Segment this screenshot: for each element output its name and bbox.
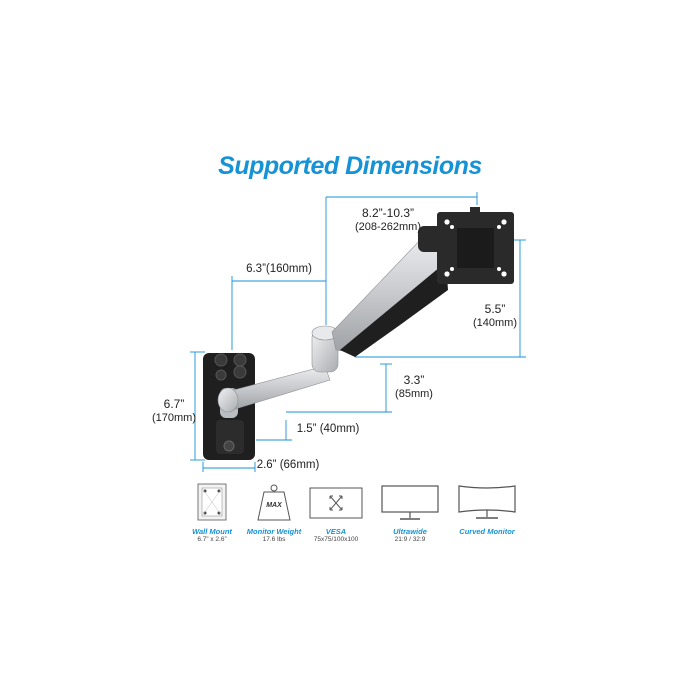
dim-plate-width: 2.6” (66mm) [256, 459, 320, 471]
vesa-plate [437, 207, 514, 284]
dim-top-width-in: 8.2”-10.3” [361, 206, 415, 220]
wall-plate-icon [184, 482, 240, 522]
feature-sub-ultrawide: 21:9 / 32:9 [394, 536, 426, 543]
dim-vesa-height-in: 5.5” [484, 302, 506, 316]
dim-arm-drop-in: 3.3” [403, 373, 425, 387]
weight-max-text: MAX [266, 502, 282, 509]
feature-label-curved-monitor: Curved Monitor [459, 527, 515, 536]
dim-lower-offset: 1.5” (40mm) [296, 423, 360, 435]
lower-arm [217, 325, 339, 413]
dim-plate-height-mm: (170mm) [152, 412, 197, 424]
dim-top-width: 8.2”-10.3” (208-262mm) [348, 206, 428, 234]
feature-label-monitor-weight: Monitor Weight [246, 527, 302, 536]
feature-label-ultrawide: Ultrawide [393, 527, 427, 536]
page-title: Supported Dimensions [218, 152, 482, 180]
dim-vesa-height-mm: (140mm) [472, 317, 517, 329]
feature-sub-monitor-weight: 17.6 lbs [262, 536, 286, 543]
ultrawide-monitor-icon [380, 482, 440, 522]
feature-sub-wall-mount: 6.7” x 2.6” [197, 536, 227, 543]
dim-arm-upper: 6.3”(160mm) [246, 263, 312, 275]
dim-arm-drop: 3.3” (85mm) [392, 373, 436, 401]
dim-vesa-height: 5.5” (140mm) [470, 302, 520, 330]
weight-icon: MAX [246, 482, 302, 522]
dim-arm-drop-mm: (85mm) [395, 388, 433, 400]
vesa-icon [308, 482, 364, 522]
dim-top-width-mm: (208-262mm) [354, 221, 422, 233]
curved-monitor-icon [456, 482, 518, 522]
dim-plate-height-in: 6.7” [163, 397, 185, 411]
feature-label-vesa: VESA [325, 527, 347, 536]
dimension-lines [190, 192, 526, 472]
feature-sub-vesa: 75x75/100x100 [313, 536, 359, 543]
upper-arm [331, 226, 449, 357]
dim-plate-height: 6.7” (170mm) [152, 397, 196, 425]
feature-label-wall-mount: Wall Mount [192, 527, 232, 536]
